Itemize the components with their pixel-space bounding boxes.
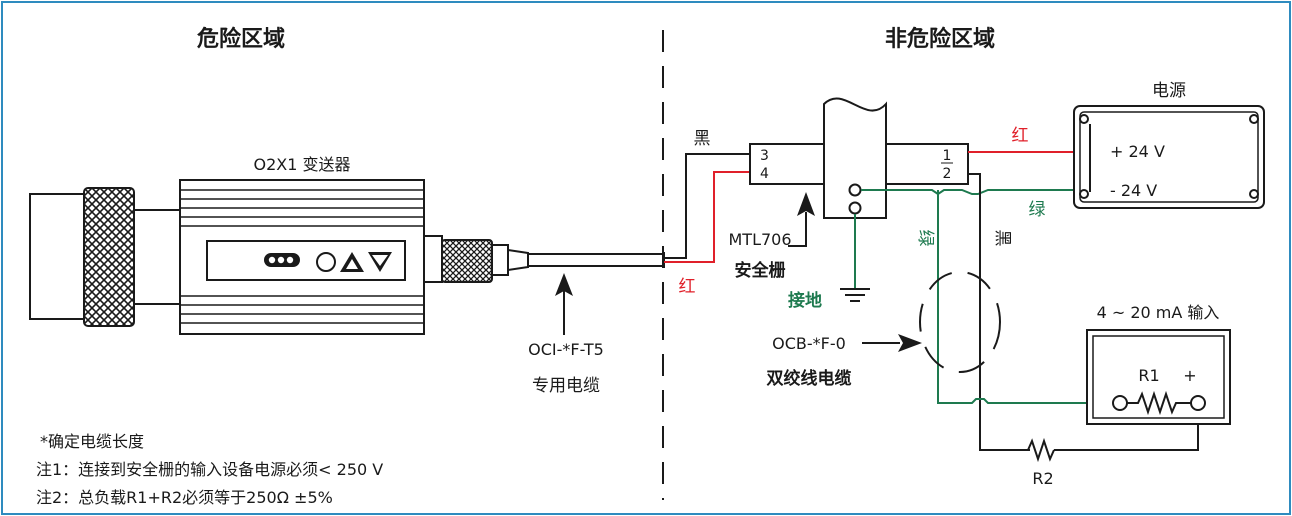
wire-red-right-label: 红 — [1012, 126, 1029, 146]
wire-green-vertical — [937, 190, 1112, 404]
transmitter-fins — [180, 189, 424, 324]
r1-resistor — [1127, 390, 1191, 416]
barrier-terminal-left — [749, 143, 825, 185]
power-supply-title: 电源 — [1152, 81, 1186, 101]
note-cable-length: *确定电缆长度 — [40, 432, 144, 451]
connector-knurl — [441, 239, 493, 283]
transmitter-neck — [133, 209, 181, 305]
transmitter-display — [206, 240, 406, 281]
barrier-terminal-right — [885, 143, 969, 185]
wire-black-left-label: 黑 — [694, 129, 711, 149]
circle-button-icon — [316, 252, 336, 272]
twisted-cable-arrow — [862, 334, 922, 352]
terminal-2-label: 2 — [943, 166, 952, 182]
power-supply-screw-icon — [1079, 114, 1259, 199]
transmitter-label: O2X1 变送器 — [253, 155, 350, 174]
power-supply-minus: - 24 V — [1110, 181, 1157, 200]
terminal-3-label: 3 — [760, 148, 769, 164]
input-terminal-right — [1190, 395, 1206, 411]
input-title: 4 ~ 20 mA 输入 — [1097, 303, 1220, 322]
input-plus-label: + — [1183, 366, 1196, 385]
wire-black-vertical-label: 黑 — [992, 230, 1012, 247]
power-supply-box — [1073, 105, 1265, 209]
wire-black-left — [664, 153, 750, 259]
wire-red-left-label: 红 — [679, 277, 696, 297]
terminal-1-label: 1 — [943, 148, 952, 164]
twisted-cable-part: OCB-*F-0 — [772, 334, 846, 353]
barrier-body — [823, 97, 887, 219]
transmitter-cap — [29, 193, 87, 320]
magnet-tool-icon — [264, 253, 300, 267]
connector-strain-relief — [507, 248, 529, 272]
terminal-4-label: 4 — [760, 166, 769, 182]
barrier-name: 安全栅 — [735, 260, 786, 281]
input-terminal-left — [1112, 395, 1128, 411]
r1-label: R1 — [1138, 366, 1159, 385]
note-1: 注1：连接到安全栅的输入设备电源必须< 250 V — [36, 460, 383, 479]
r2-label: R2 — [1032, 469, 1053, 488]
barrier-ground-terminal-lower — [848, 201, 862, 215]
barrier — [749, 97, 969, 219]
oci-cable-name: 专用电缆 — [532, 376, 600, 396]
oci-cable — [528, 252, 665, 268]
input-device — [1086, 329, 1231, 425]
wire-green-vertical-label: 绿 — [915, 230, 935, 247]
zone-title-hazardous: 危险区域 — [197, 26, 285, 52]
barrier-ground-terminal-upper — [848, 183, 862, 197]
power-supply-plus: + 24 V — [1110, 142, 1165, 161]
power-supply — [1073, 105, 1265, 209]
wire-red-left — [664, 171, 750, 263]
connector-base — [423, 235, 443, 283]
wire-green-right-label: 绿 — [1029, 200, 1046, 220]
connector-nut — [491, 244, 509, 276]
oci-cable-part: OCI-*F-T5 — [528, 340, 604, 359]
transmitter: O2X1 变送器 — [29, 155, 529, 335]
oci-cable-arrow — [555, 273, 573, 335]
r2-resistor — [1027, 437, 1055, 463]
ground-symbol — [840, 214, 870, 302]
twisted-cable-name: 双绞线电缆 — [767, 368, 852, 389]
zone-title-safe: 非危险区域 — [885, 26, 995, 52]
barrier-part: MTL706 — [728, 230, 791, 249]
ground-label: 接地 — [788, 290, 822, 311]
transmitter-knurl — [83, 187, 135, 327]
wire-green-right — [861, 189, 1090, 196]
barrier-arrow — [788, 192, 815, 247]
twisted-cable-outline — [919, 271, 1001, 373]
note-2: 注2：总负载R1+R2必须等于250Ω ±5% — [36, 488, 333, 507]
